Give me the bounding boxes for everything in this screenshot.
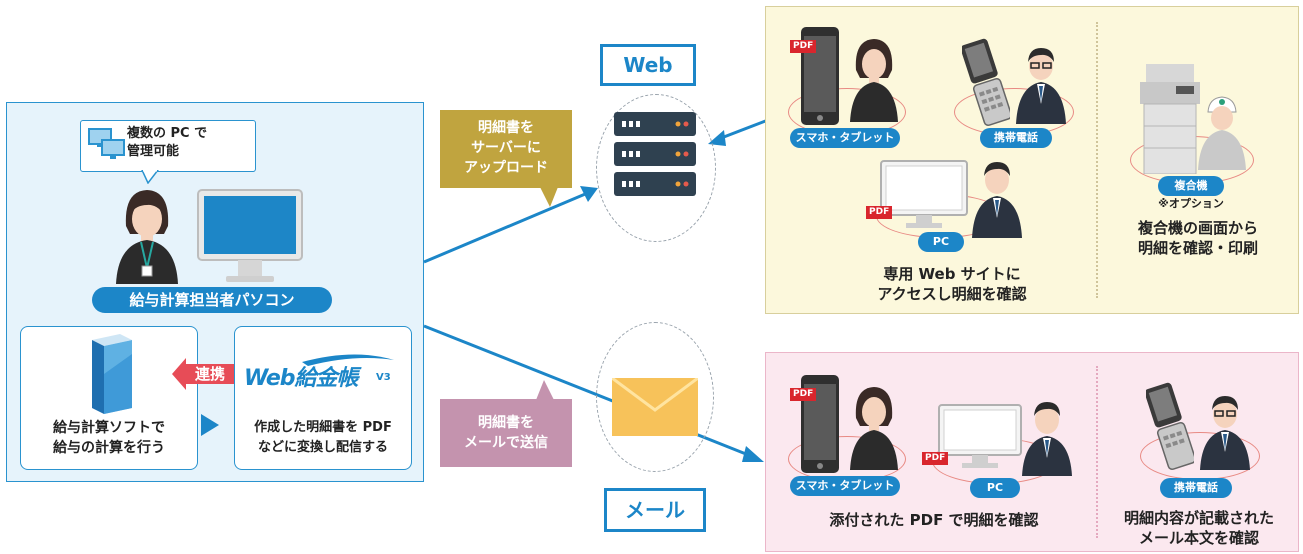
envelope-icon xyxy=(612,378,698,436)
web-site-caption-line2: アクセスし明細を確認 xyxy=(877,285,1027,303)
web-kyukincho-caption: 作成した明細書を PDF などに変換し配信する xyxy=(236,418,410,458)
operator-pc-label: 給与計算担当者パソコン xyxy=(92,287,332,313)
multi-pc-line2: 管理可能 xyxy=(127,144,180,159)
web-logo-text: Web給金帳 xyxy=(244,366,359,391)
web-tag: Web xyxy=(600,44,696,86)
link-badge: 連携 xyxy=(194,365,225,383)
upload-line xyxy=(423,190,591,264)
web-smartphone-pdf-badge: PDF xyxy=(790,40,817,53)
feature-phone-icon xyxy=(962,38,1010,126)
link-double-arrow-icon xyxy=(172,358,248,390)
mail-smartphone-pdf-badge: PDF xyxy=(790,388,817,401)
software-box-icon xyxy=(92,334,132,414)
mail-pc-monitor-icon xyxy=(938,404,1022,468)
server-oval xyxy=(596,94,716,242)
option-note: ※オプション xyxy=(1158,197,1224,210)
upload-callout-tail xyxy=(540,187,558,207)
upload-arrowhead xyxy=(580,186,598,202)
multi-monitor-icon xyxy=(88,128,125,159)
play-arrow-icon xyxy=(201,414,219,436)
mail-arrowhead xyxy=(742,446,764,462)
web-caption-line1: 作成した明細書を PDF xyxy=(254,420,392,435)
multi-pc-line1: 複数の PC で xyxy=(127,126,208,141)
mail-panel-divider xyxy=(1096,366,1098,538)
pc-monitor-icon xyxy=(880,160,968,228)
mail-tag: メール xyxy=(604,488,706,532)
web-site-caption-line1: 専用 Web サイトに xyxy=(883,265,1021,283)
man-person-icon xyxy=(972,162,1022,238)
mail-callout-tail xyxy=(536,380,554,400)
mail-man-glasses-person-icon xyxy=(1200,396,1250,470)
mail-woman-person-icon xyxy=(850,387,898,470)
mail-smartphone-label: スマホ・タブレット xyxy=(790,476,900,496)
mail-body-caption-line1: 明細内容が記載された xyxy=(1123,509,1274,527)
mfp-label: 複合機 xyxy=(1158,176,1224,196)
mail-pc-label: PC xyxy=(970,478,1020,498)
web-access-arrowhead xyxy=(708,130,726,146)
web-logo-version: V3 xyxy=(376,372,391,383)
monitor-icon xyxy=(197,189,303,282)
mail-body-caption: 明細内容が記載された メール本文を確認 xyxy=(1104,508,1294,548)
web-pc-label: PC xyxy=(918,232,964,252)
server-icon xyxy=(614,112,696,196)
upload-callout-line2: サーバーに xyxy=(471,140,541,156)
bubble-tail xyxy=(141,170,159,184)
mail-feature-phone-icon xyxy=(1146,382,1194,470)
mfp-caption: 複合機の画面から 明細を確認・印刷 xyxy=(1100,218,1296,258)
mail-man-person-icon xyxy=(1022,402,1072,476)
upload-callout: 明細書を サーバーに アップロード xyxy=(440,110,572,188)
web-site-caption: 専用 Web サイトに アクセスし明細を確認 xyxy=(836,264,1068,304)
web-caption-line2: などに変換し配信する xyxy=(257,440,388,455)
mail-oval xyxy=(596,322,714,472)
mfp-caption-line2: 明細を確認・印刷 xyxy=(1137,239,1258,257)
mfp-caption-line1: 複合機の画面から xyxy=(1137,219,1258,237)
web-logo-swoosh-icon xyxy=(302,354,394,366)
web-panel-divider xyxy=(1096,22,1098,298)
software-caption-line1: 給与計算ソフトで xyxy=(53,420,165,436)
upload-callout-line3: アップロード xyxy=(464,160,548,176)
web-kyukincho-card xyxy=(234,326,412,470)
operator-person-icon xyxy=(116,190,178,284)
mail-callout: 明細書を メールで送信 xyxy=(440,399,572,467)
web-kyukincho-logo: Web給金帳 V3 xyxy=(244,352,404,392)
web-feature-phone-label: 携帯電話 xyxy=(980,128,1052,148)
web-pc-pdf-badge: PDF xyxy=(866,206,893,219)
mail-body-caption-line2: メール本文を確認 xyxy=(1138,529,1259,547)
software-caption-line2: 給与の計算を行う xyxy=(53,440,165,456)
man-glasses-person-icon xyxy=(1016,48,1066,124)
mail-pc-pdf-badge: PDF xyxy=(922,452,949,465)
woman-person-icon xyxy=(850,39,898,122)
attach-caption: 添付された PDF で明細を確認 xyxy=(829,511,1039,529)
mail-callout-line1: 明細書を xyxy=(478,415,534,431)
software-caption: 給与計算ソフトで 給与の計算を行う xyxy=(22,418,196,458)
web-smartphone-label: スマホ・タブレット xyxy=(790,128,900,148)
mail-feature-phone-label: 携帯電話 xyxy=(1160,478,1232,498)
mfp-printer-icon xyxy=(1140,64,1200,174)
mail-callout-line2: メールで送信 xyxy=(464,435,548,451)
upload-callout-line1: 明細書を xyxy=(478,120,534,136)
technician-person-icon xyxy=(1198,96,1246,170)
